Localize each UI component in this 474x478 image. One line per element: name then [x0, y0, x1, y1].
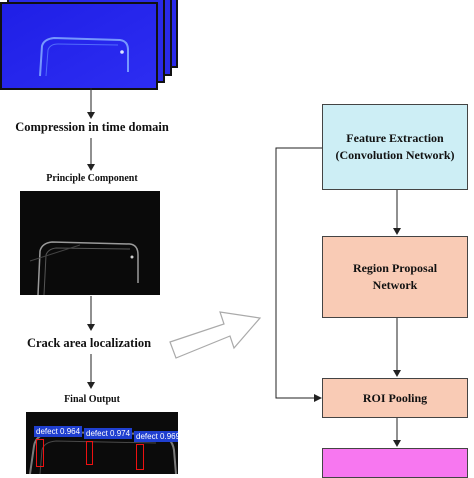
- region-proposal-box: Region Proposal Network: [322, 236, 468, 318]
- principle-component-label: Principle Component: [46, 173, 138, 184]
- arrow-down-1: [87, 88, 95, 119]
- thermal-frame-front: [0, 2, 158, 90]
- arrow-rpn-to-roi: [393, 318, 401, 377]
- detection-label-3: defect 0.969: [134, 431, 178, 442]
- feature-line-2: (Convolution Network): [335, 148, 455, 162]
- thermal-image: [2, 4, 156, 88]
- detection-box-3: [136, 444, 144, 470]
- arrow-roi-to-output: [393, 418, 401, 447]
- roi-label: ROI Pooling: [362, 390, 428, 405]
- feature-extraction-box: Feature Extraction (Convolution Network): [322, 104, 468, 190]
- final-output-image: defect 0.964 defect 0.974 defect 0.969: [26, 412, 178, 474]
- detection-box-1: [36, 439, 44, 467]
- arrow-feature-to-rpn: [393, 190, 401, 235]
- final-output-label: Final Output: [64, 394, 120, 405]
- crack-area-label: Crack area localization: [26, 336, 152, 350]
- arrow-down-4: [87, 354, 95, 389]
- detection-label-2: defect 0.974: [84, 428, 133, 439]
- arrow-down-3: [87, 296, 95, 331]
- arrow-down-2: [87, 138, 95, 171]
- detection-box-2: [86, 441, 93, 465]
- detection-label-1: defect 0.964: [34, 426, 83, 437]
- compression-label: Compression in time domain: [15, 120, 169, 134]
- hollow-transfer-arrow: [169, 311, 262, 359]
- roi-pooling-box: ROI Pooling: [322, 378, 468, 418]
- rpn-line-2: Network: [372, 278, 418, 292]
- bypass-connector: [275, 147, 322, 402]
- rpn-line-1: Region Proposal: [352, 261, 438, 275]
- principal-component-image: [20, 191, 160, 295]
- feature-line-1: Feature Extraction: [346, 131, 444, 145]
